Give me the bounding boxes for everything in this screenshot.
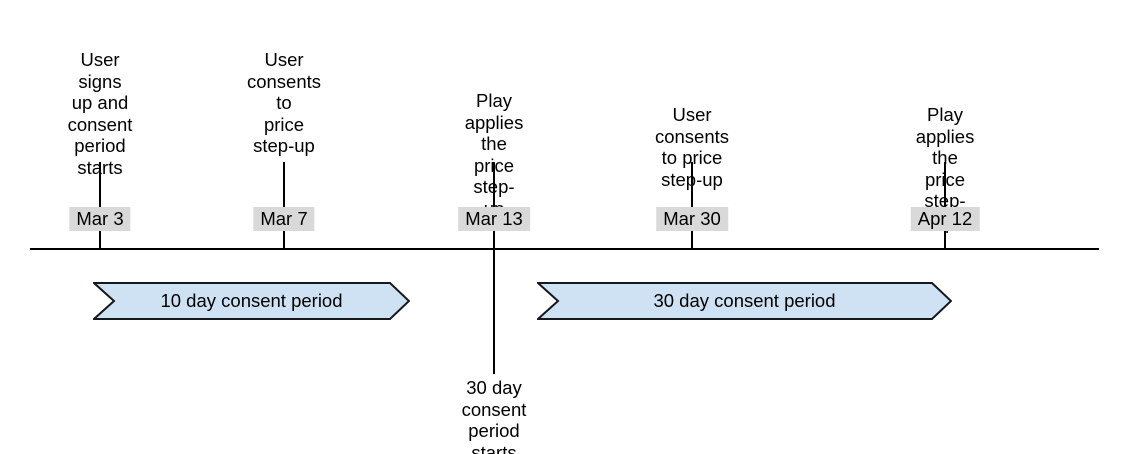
timeline-axis <box>30 248 1099 250</box>
event-date-badge: Apr 12 <box>910 207 980 231</box>
chevron-banner-shape <box>93 282 410 320</box>
chevron-banner-polygon <box>93 282 410 320</box>
event-tick <box>691 162 693 249</box>
event-tick-extension <box>493 250 495 374</box>
event-date-badge: Mar 3 <box>69 207 131 231</box>
chevron-banner-polygon <box>537 282 952 320</box>
chevron-banner-shape <box>537 282 952 320</box>
event-date-badge: Mar 13 <box>458 207 530 231</box>
event-tick <box>944 162 946 249</box>
period-start-note: 30 day consent period starts <box>461 377 527 454</box>
period-arrow-30-day: 30 day consent period <box>537 282 952 320</box>
period-arrow-label: 30 day consent period <box>653 290 836 311</box>
event-date-badge: Mar 30 <box>656 207 728 231</box>
event-tick <box>99 162 101 249</box>
period-arrow-10-day: 10 day consent period <box>93 282 410 320</box>
event-tick <box>283 162 285 249</box>
event-label: User consents to price step-up <box>654 104 730 190</box>
event-label: User signs up and consent period starts <box>67 49 133 178</box>
event-tick <box>493 162 495 249</box>
event-date-badge: Mar 7 <box>253 207 315 231</box>
period-arrow-label: 10 day consent period <box>160 290 343 311</box>
event-label: User consents to price step-up <box>246 49 322 156</box>
event-label: Play applies the price step-up <box>464 90 524 219</box>
